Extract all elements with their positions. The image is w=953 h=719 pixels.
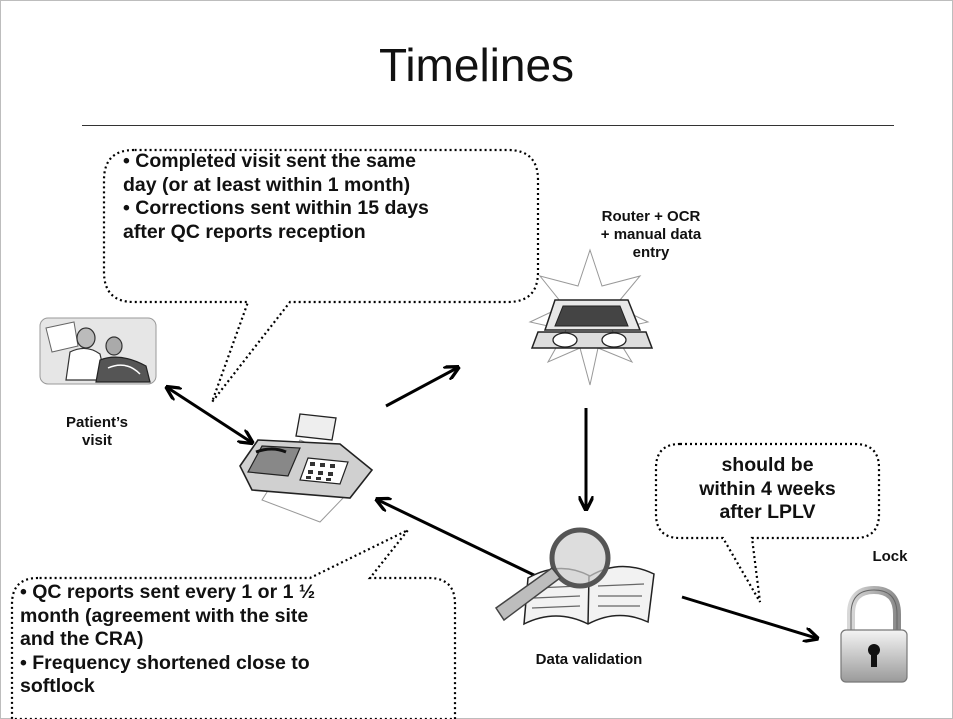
patient-label-line: visit xyxy=(81,432,112,449)
callout-bottom-line: and the CRA) xyxy=(20,628,144,650)
patient-visit-icon xyxy=(39,317,157,385)
data-validation-label: Data validation xyxy=(535,651,643,668)
callout-top-text: • Completed visit sent the same day (or … xyxy=(123,150,429,244)
callout-top-line: • Corrections sent within 15 days xyxy=(123,197,429,219)
arrow-validation-lock xyxy=(681,595,816,638)
callout-right-line: within 4 weeks xyxy=(699,477,836,500)
computer-typing-icon xyxy=(528,248,654,386)
callout-top-line: after QC reports reception xyxy=(123,220,366,243)
router-label-line: + manual data xyxy=(600,226,702,243)
callout-bottom-line: • Frequency shortened close to xyxy=(20,651,310,674)
fax-machine-icon xyxy=(239,413,374,523)
callout-top-line: day (or at least within 1 month) xyxy=(123,173,411,196)
title-rule xyxy=(82,125,894,126)
router-label-line: entry xyxy=(632,244,670,261)
arrow-fax-router xyxy=(385,368,457,408)
slide-title: Timelines xyxy=(378,39,575,91)
lock-label: Lock xyxy=(872,548,908,565)
arrow-validation-fax xyxy=(378,500,539,579)
router-label-line: Router + OCR xyxy=(601,208,701,225)
callout-bottom-bubble xyxy=(10,529,457,719)
callout-top-line: • Completed visit sent the same xyxy=(123,150,416,172)
callout-right-line: after LPLV xyxy=(719,501,816,523)
magnifier-book-icon xyxy=(494,527,655,626)
callout-bottom-text: • QC reports sent every 1 or 1 ½ month (… xyxy=(20,581,315,699)
patient-visit-label: Patient’s visit xyxy=(48,414,146,450)
callout-right-bubble xyxy=(654,442,881,603)
patient-label-line: Patient’s xyxy=(66,414,128,431)
callout-bottom-line: softlock xyxy=(20,675,95,697)
callout-bottom-line: • QC reports sent every 1 or 1 ½ xyxy=(20,581,316,603)
callout-right-line: should be xyxy=(721,454,814,476)
callout-right-text: should be within 4 weeks after LPLV xyxy=(656,454,879,525)
router-label: Router + OCR + manual data entry xyxy=(586,208,716,262)
padlock-icon xyxy=(840,585,908,683)
callout-bottom-line: month (agreement with the site xyxy=(20,604,309,627)
callout-top-bubble xyxy=(102,148,540,403)
arrow-patient-fax xyxy=(168,388,251,442)
